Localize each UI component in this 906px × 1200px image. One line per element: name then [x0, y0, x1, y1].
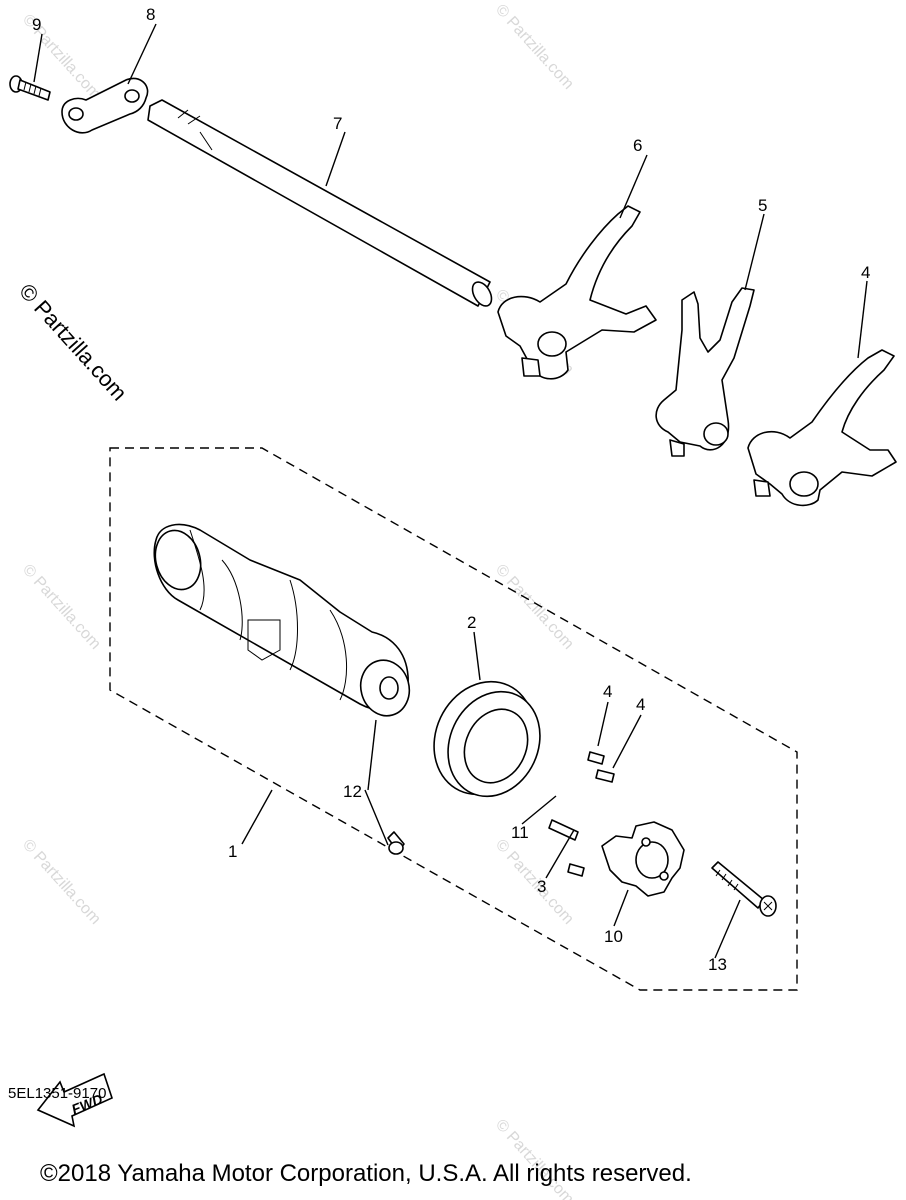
callout-10: 6 — [633, 136, 642, 155]
callout-5: 11 — [511, 823, 529, 842]
part-pins-4-5 — [548, 751, 615, 877]
part-screw-7 — [387, 831, 405, 855]
diagram-code: 5EL1351-9170 — [8, 1085, 107, 1102]
callout-9: 5 — [758, 196, 767, 215]
watermark-main: © Partzilla.com — [14, 279, 132, 406]
watermark-7: © Partzilla.com — [492, 836, 577, 927]
callout-2: 2 — [467, 613, 476, 632]
callout-11: 7 — [333, 114, 342, 133]
callout-6: 13 — [708, 955, 727, 974]
watermark-5: © Partzilla.com — [492, 561, 577, 652]
callout-labels: 9 8 7 6 5 4 2 4 4 12 11 1 3 10 13 — [32, 5, 870, 974]
callout-8: 4 — [861, 263, 870, 282]
part-fork-9 — [655, 287, 755, 457]
part-fork-8 — [747, 349, 897, 507]
part-star-segment-3 — [601, 821, 685, 897]
callout-4-top: 4 — [603, 682, 612, 701]
part-shaft-11 — [147, 99, 493, 307]
part-bolt-6 — [711, 861, 777, 917]
leader-lines — [33, 23, 868, 959]
copyright-text: ©2018 Yamaha Motor Corporation, U.S.A. A… — [40, 1160, 692, 1187]
watermark-2: © Partzilla.com — [492, 1, 577, 92]
watermark-4: © Partzilla.com — [19, 561, 104, 652]
part-bearing-2 — [433, 680, 541, 798]
callout-4-bottom: 3 — [537, 877, 546, 896]
callout-4-right: 4 — [636, 695, 645, 714]
watermark-6: © Partzilla.com — [19, 836, 104, 927]
callout-3: 10 — [604, 927, 623, 946]
part-plate-12 — [61, 77, 149, 134]
part-shift-drum-1 — [153, 523, 411, 717]
callout-7: 12 — [343, 782, 362, 801]
assembly-boundary — [109, 447, 798, 991]
part-fork-10 — [497, 205, 657, 380]
callout-1: 1 — [228, 842, 237, 861]
callout-13: 9 — [32, 15, 41, 34]
callout-12: 8 — [146, 5, 155, 24]
part-screw-13 — [9, 75, 51, 101]
